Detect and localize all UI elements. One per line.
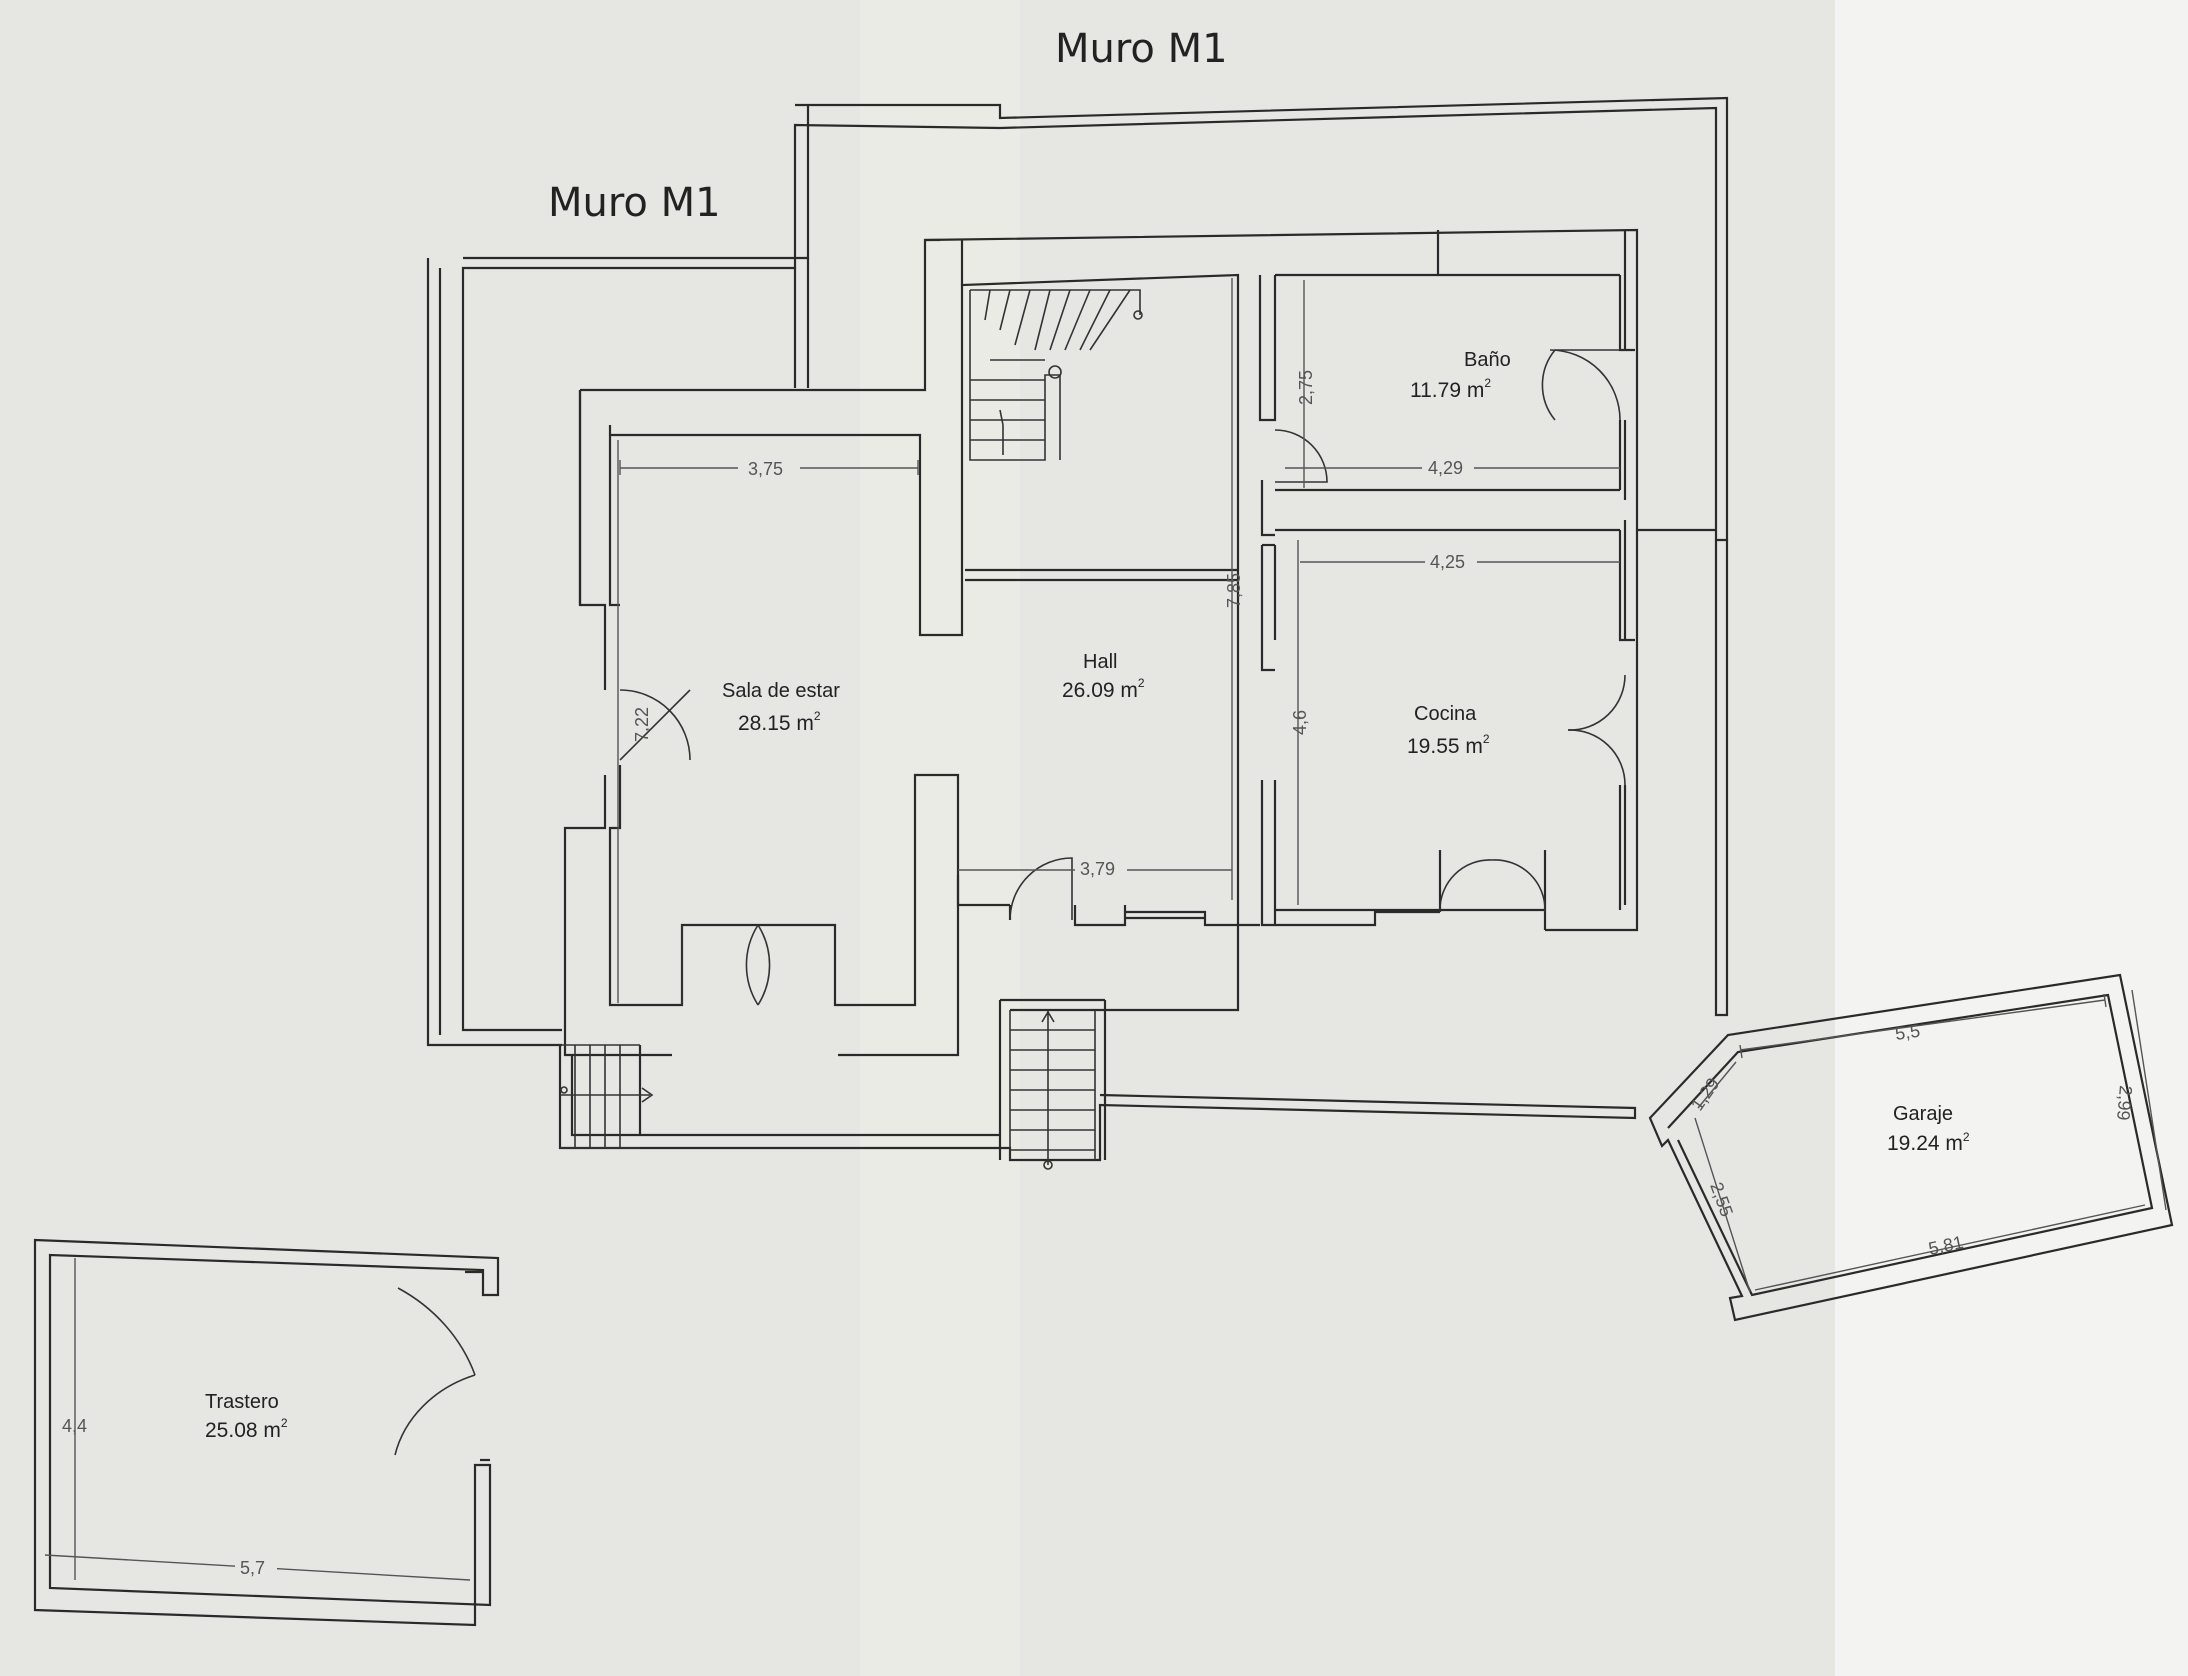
- wall-label-top: Muro M1: [1055, 26, 1228, 72]
- house-walls: [563, 228, 1716, 1057]
- dim-bg: [1075, 858, 1127, 880]
- dim-hall-width: 3,79: [1080, 859, 1115, 879]
- dim-trastero-height: 4,4: [62, 1416, 87, 1436]
- trastero-walls: [33, 1238, 500, 1627]
- room-area-bano: 11.79 m2: [1410, 376, 1491, 402]
- dim-bg: [738, 458, 800, 480]
- room-name-sala: Sala de estar: [722, 680, 840, 702]
- dim-garaje-right: 2,99: [2113, 1085, 2136, 1122]
- dim-sala-height: 7,22: [632, 707, 652, 742]
- room-name-hall: Hall: [1083, 651, 1117, 673]
- dim-garaje-top: 5,5: [1894, 1021, 1922, 1044]
- entry-terrace: [558, 998, 1637, 1162]
- doors: [619, 349, 1626, 1006]
- room-name-cocina: Cocina: [1414, 703, 1477, 725]
- garaje-walls: [1648, 973, 2174, 1322]
- garaje-dims: [1694, 989, 2167, 1293]
- dim-bano-width: 4,29: [1428, 458, 1463, 478]
- dim-sala-width: 3,75: [748, 459, 783, 479]
- dim-trastero-width: 5,7: [240, 1558, 265, 1578]
- room-name-garaje: Garaje: [1893, 1103, 1953, 1125]
- trastero-door: [394, 1287, 476, 1456]
- interior-stair: [969, 289, 1143, 461]
- dim-bg: [1425, 551, 1477, 573]
- room-area-cocina: 19.55 m2: [1407, 732, 1490, 758]
- room-area-hall: 26.09 m2: [1062, 676, 1145, 702]
- dim-bg: [235, 1556, 277, 1578]
- room-area-sala: 28.15 m2: [738, 709, 821, 735]
- entry-stair-left: [560, 1044, 654, 1149]
- paper-right-sheet: [1835, 0, 2188, 1676]
- dim-bano-height: 2,75: [1296, 370, 1316, 405]
- outer-terrace-wall: [426, 96, 1729, 1047]
- dim-hall-height: 7,85: [1224, 573, 1244, 608]
- room-name-trastero: Trastero: [205, 1391, 279, 1413]
- paper-fold: [860, 0, 1020, 1676]
- dim-cocina-width: 4,25: [1430, 552, 1465, 572]
- dim-cocina-height: 4,6: [1290, 710, 1310, 735]
- wall-label-left: Muro M1: [548, 180, 721, 226]
- room-area-garaje: 19.24 m2: [1887, 1130, 1970, 1155]
- dim-bg: [1422, 457, 1474, 479]
- room-area-trastero: 25.08 m2: [205, 1416, 288, 1442]
- room-name-bano: Baño: [1464, 349, 1511, 371]
- entry-stair-lower: [1009, 1010, 1096, 1170]
